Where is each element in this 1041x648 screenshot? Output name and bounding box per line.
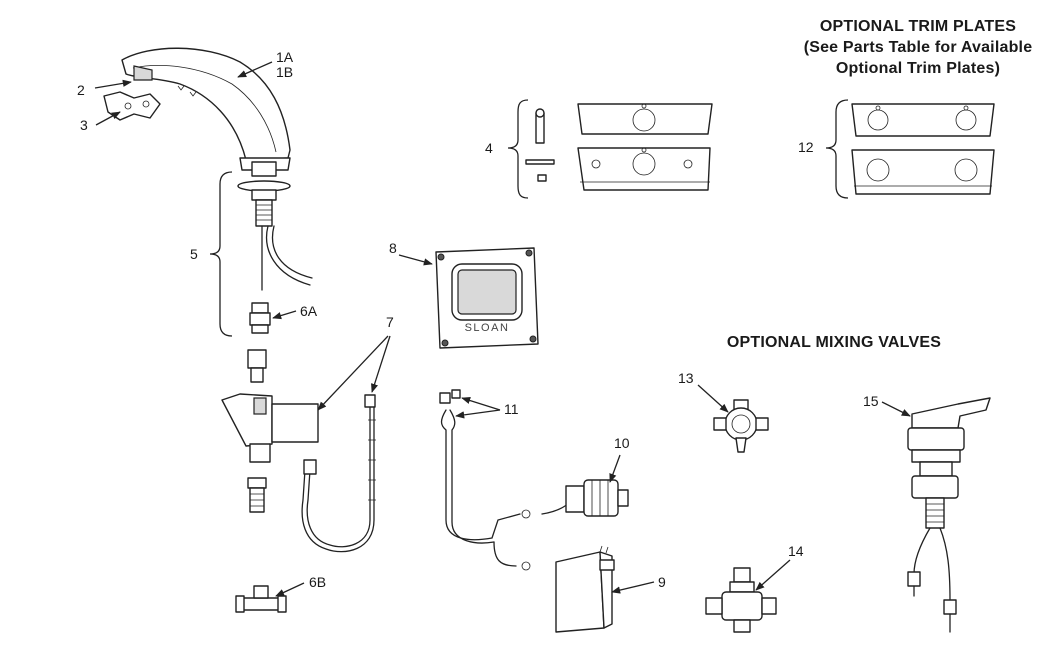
callout-7: 7 (386, 314, 394, 330)
strainer-coupling (249, 302, 271, 334)
mixing-valve-15 (907, 397, 991, 633)
solenoid-valve (221, 349, 319, 513)
callout-4: 4 (485, 140, 493, 156)
plug-in-transformer (555, 545, 615, 633)
sensor-cable (301, 394, 376, 553)
wire-harness (439, 389, 531, 571)
trim-plates-heading-line2: (See Parts Table for Available (804, 39, 1033, 56)
trim-plates-heading-line3: Optional Trim Plates) (836, 60, 1000, 77)
brace-part-4 (507, 99, 529, 199)
callout-10: 10 (614, 435, 630, 451)
mixing-valves-heading: OPTIONAL MIXING VALVES (727, 334, 941, 351)
brace-part-12 (825, 99, 849, 199)
callout-2: 2 (77, 82, 85, 98)
callout-13: 13 (678, 370, 694, 386)
mixing-valve-14 (705, 567, 777, 633)
callout-6b: 6B (309, 574, 326, 590)
control-module: SLOAN (435, 247, 539, 349)
leader-arrows (94, 61, 911, 597)
battery-pack (541, 479, 629, 517)
trim-plates-heading: OPTIONAL TRIM PLATES (See Parts Table fo… (804, 18, 1033, 77)
callout-11: 11 (504, 401, 519, 417)
callout-1b: 1B (276, 64, 293, 80)
callout-1a: 1A (276, 49, 294, 65)
callout-6a: 6A (300, 303, 318, 319)
callout-8: 8 (389, 240, 397, 256)
callout-14: 14 (788, 543, 804, 559)
sloan-logo: SLOAN (465, 322, 510, 334)
callout-labels: 1A 1B 2 3 4 5 6A 6B 7 8 9 10 11 12 13 14… (77, 49, 879, 590)
callout-9: 9 (658, 574, 666, 590)
mounting-kit (237, 161, 313, 291)
trim-plates-heading-line1: OPTIONAL TRIM PLATES (820, 18, 1016, 35)
mixing-valve-13 (713, 399, 769, 453)
callout-5: 5 (190, 246, 198, 262)
callout-12: 12 (798, 139, 814, 155)
callout-3: 3 (80, 117, 88, 133)
brace-part-5 (209, 171, 233, 337)
optional-trim-plates (851, 103, 995, 195)
trim-plate-kit (525, 103, 713, 191)
faucet-spout (121, 47, 291, 171)
tee-fitting (235, 585, 287, 613)
callout-15: 15 (863, 393, 879, 409)
